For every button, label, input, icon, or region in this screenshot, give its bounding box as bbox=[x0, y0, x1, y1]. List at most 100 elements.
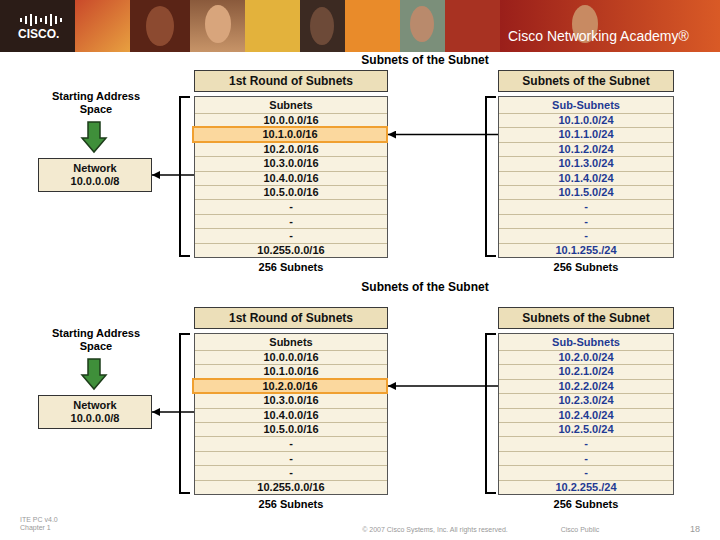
brand-name: Cisco Networking Academy® bbox=[508, 28, 713, 45]
highlighted-row: 10.2.0.0/16 bbox=[192, 378, 388, 394]
table-row: - bbox=[499, 436, 673, 450]
cell-text: - bbox=[584, 229, 588, 242]
connector-arrow bbox=[152, 411, 194, 413]
table-row: 10.255.0.0/16 bbox=[195, 243, 387, 257]
table-row: 10.1.3.0/24 bbox=[499, 156, 673, 170]
face-shape bbox=[410, 6, 434, 42]
table-row: - bbox=[195, 228, 387, 242]
photo-banner bbox=[0, 0, 720, 52]
face-shape bbox=[310, 7, 334, 45]
cell-text: 10.1.2.0/24 bbox=[558, 143, 613, 156]
cell-text: - bbox=[584, 466, 588, 479]
table-row: 10.2.1.0/24 bbox=[499, 364, 673, 378]
logo-bar bbox=[60, 18, 62, 22]
photo-strip bbox=[400, 0, 445, 52]
table-row: 10.3.0.0/16 bbox=[195, 156, 387, 170]
table-row: 10.1.4.0/24 bbox=[499, 171, 673, 185]
face-shape bbox=[146, 6, 174, 46]
cell-text: 10.1.255./24 bbox=[555, 244, 616, 257]
table-row: 10.255.0.0/16 bbox=[195, 480, 387, 494]
table-row: 10.3.0.0/16 bbox=[195, 393, 387, 407]
table-row: - bbox=[195, 451, 387, 465]
cell-text: 10.2.2.0/24 bbox=[558, 380, 613, 393]
photo-strip bbox=[345, 0, 400, 52]
table-row: 10.4.0.0/16 bbox=[195, 408, 387, 422]
cell-text: - bbox=[289, 466, 293, 479]
logo-bar bbox=[55, 16, 57, 24]
table-row: - bbox=[195, 214, 387, 228]
cell-text: Subnets of the Subnet bbox=[522, 308, 649, 328]
cell-text: 10.1.3.0/24 bbox=[558, 157, 613, 170]
cell-text: 10.2.4.0/24 bbox=[558, 409, 613, 422]
table-row: 10.1.1.0/24 bbox=[499, 127, 673, 141]
table-row: 10.5.0.0/16 bbox=[195, 185, 387, 199]
cell-text: 10.4.0.0/16 bbox=[263, 409, 318, 422]
photo-strip bbox=[300, 0, 345, 52]
logo-bar bbox=[45, 16, 47, 24]
footer-class: Cisco Public bbox=[550, 526, 610, 534]
logo-bar bbox=[35, 16, 37, 24]
table-row: 10.2.0.0/16 bbox=[195, 142, 387, 156]
cell-text: 10.255.0.0/16 bbox=[257, 244, 324, 257]
cell-text: - bbox=[289, 200, 293, 213]
table-row: 10.4.0.0/16 bbox=[195, 171, 387, 185]
table-row: - bbox=[195, 465, 387, 479]
network-box: Network 10.0.0.0/8 bbox=[38, 395, 152, 429]
table-row: 10.1.0.0/16 bbox=[195, 364, 387, 378]
cell-text: 10.1.0.0/16 bbox=[262, 128, 317, 140]
logo-bar bbox=[50, 14, 52, 26]
table-row: 10.2.2.0/24 bbox=[499, 379, 673, 393]
cell-text: - bbox=[584, 215, 588, 228]
footer-copyright: © 2007 Cisco Systems, Inc. All rights re… bbox=[340, 526, 530, 534]
cell-text: 10.2.0.0/24 bbox=[558, 351, 613, 364]
cell-text: Sub-Subnets bbox=[552, 334, 620, 350]
bracket bbox=[180, 97, 190, 256]
photo-strip bbox=[75, 0, 130, 52]
cell-text: Subnets of the Subnet bbox=[522, 71, 649, 91]
count-label: 256 Subnets bbox=[194, 498, 388, 511]
cell-text: 10.5.0.0/16 bbox=[263, 186, 318, 199]
cell-text: Network 10.0.0.0/8 bbox=[55, 399, 135, 425]
cell-text: 10.1.0.0/16 bbox=[263, 365, 318, 378]
cell-text: Network 10.0.0.0/8 bbox=[55, 162, 135, 188]
table-row: - bbox=[499, 451, 673, 465]
subnet-table: Sub-Subnets10.2.0.0/2410.2.1.0/24 10.2.2.… bbox=[498, 333, 674, 495]
logo-bar bbox=[25, 16, 27, 24]
logo-bar bbox=[30, 14, 32, 26]
connector-arrow bbox=[152, 174, 194, 176]
cell-text: - bbox=[289, 437, 293, 450]
cell-text: - bbox=[584, 200, 588, 213]
table-row: - bbox=[499, 214, 673, 228]
table-row: 10.0.0.0/16 bbox=[195, 113, 387, 127]
cell-text: 10.1.5.0/24 bbox=[558, 186, 613, 199]
bracket bbox=[486, 97, 496, 256]
cell-text: 10.3.0.0/16 bbox=[263, 394, 318, 407]
section-title: Subnets of the Subnet bbox=[300, 280, 550, 294]
cell-text: - bbox=[584, 437, 588, 450]
table-row: 10.2.4.0/24 bbox=[499, 408, 673, 422]
logo-bars bbox=[20, 14, 62, 26]
count-label: 256 Subnets bbox=[498, 498, 674, 511]
logo-text: CISCO. bbox=[18, 27, 78, 41]
subnet-table: Subnets10.0.0.0/1610.1.0.0/16 10.2.0.0/16… bbox=[194, 96, 388, 258]
highlighted-row: 10.1.0.0/16 bbox=[192, 126, 388, 142]
down-arrow bbox=[82, 122, 106, 152]
table-row: - bbox=[499, 465, 673, 479]
space-label: Starting Address Space bbox=[40, 327, 152, 353]
table-header: 1st Round of Subnets bbox=[194, 307, 388, 329]
table-header: Subnets of the Subnet bbox=[498, 307, 674, 329]
cell-text: 1st Round of Subnets bbox=[229, 71, 353, 91]
table-row: 10.2.5.0/24 bbox=[499, 422, 673, 436]
cell-text: 10.1.0.0/24 bbox=[558, 114, 613, 127]
cell-text: 10.2.3.0/24 bbox=[558, 394, 613, 407]
logo-bar bbox=[40, 18, 42, 22]
table-row: 10.0.0.0/16 bbox=[195, 350, 387, 364]
table-row: 10.1.2.0/24 bbox=[499, 142, 673, 156]
cell-text: 10.255.0.0/16 bbox=[257, 481, 324, 494]
table-row: 10.5.0.0/16 bbox=[195, 422, 387, 436]
photo-strip bbox=[130, 0, 190, 52]
table-row: 10.2.255./24 bbox=[499, 480, 673, 494]
face-shape bbox=[205, 5, 231, 43]
photo-strip bbox=[245, 0, 300, 52]
cell-text: Subnets bbox=[269, 97, 312, 113]
